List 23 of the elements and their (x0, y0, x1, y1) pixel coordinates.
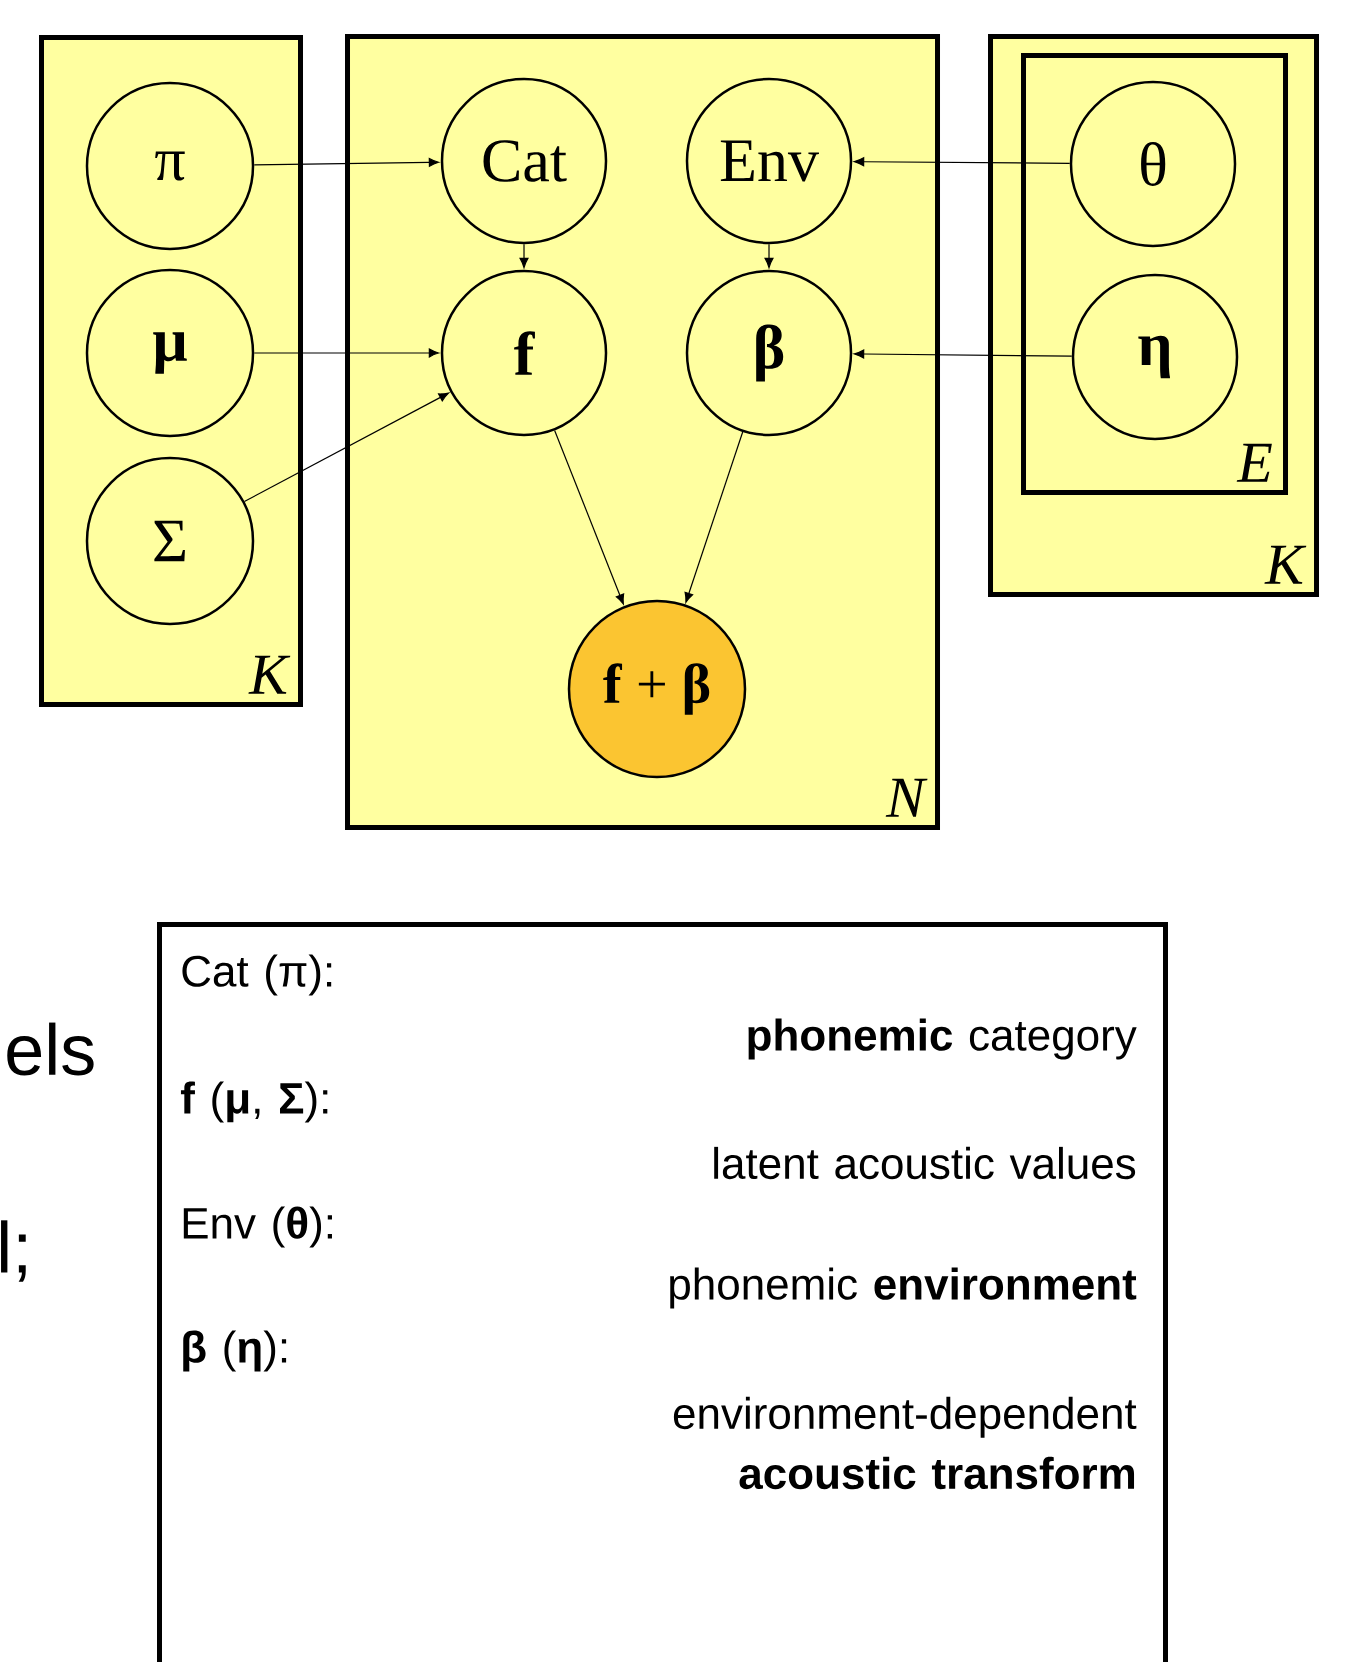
arrow (684, 431, 744, 603)
arrow (764, 243, 774, 269)
description-text: phonemic environment (670, 1267, 1137, 1309)
cut-off-text: els (7, 1022, 94, 1076)
plate-label: E (1236, 443, 1272, 482)
description-text: phonemic category (748, 1018, 1137, 1060)
arrow (554, 429, 625, 605)
description-text: environment-dependent acoustic transform (673, 1396, 1137, 1490)
definition-label: Cat (π): (182, 954, 332, 996)
definition-label: f (μ, Σ): (180, 1081, 328, 1123)
cut-off-text: l; (1, 1220, 26, 1282)
plate-label: K (248, 655, 291, 694)
arrow (253, 348, 440, 358)
definition-label: β (η): (183, 1330, 287, 1372)
arrow (853, 157, 1071, 167)
definition-label: Env (θ): (183, 1206, 332, 1248)
plate-label: K (1264, 545, 1307, 584)
arrow (519, 243, 529, 269)
arrow (253, 157, 440, 167)
description-text: latent acoustic values (714, 1146, 1136, 1180)
arrow (853, 349, 1073, 359)
plate-label: N (885, 778, 928, 817)
arrow (243, 392, 450, 503)
